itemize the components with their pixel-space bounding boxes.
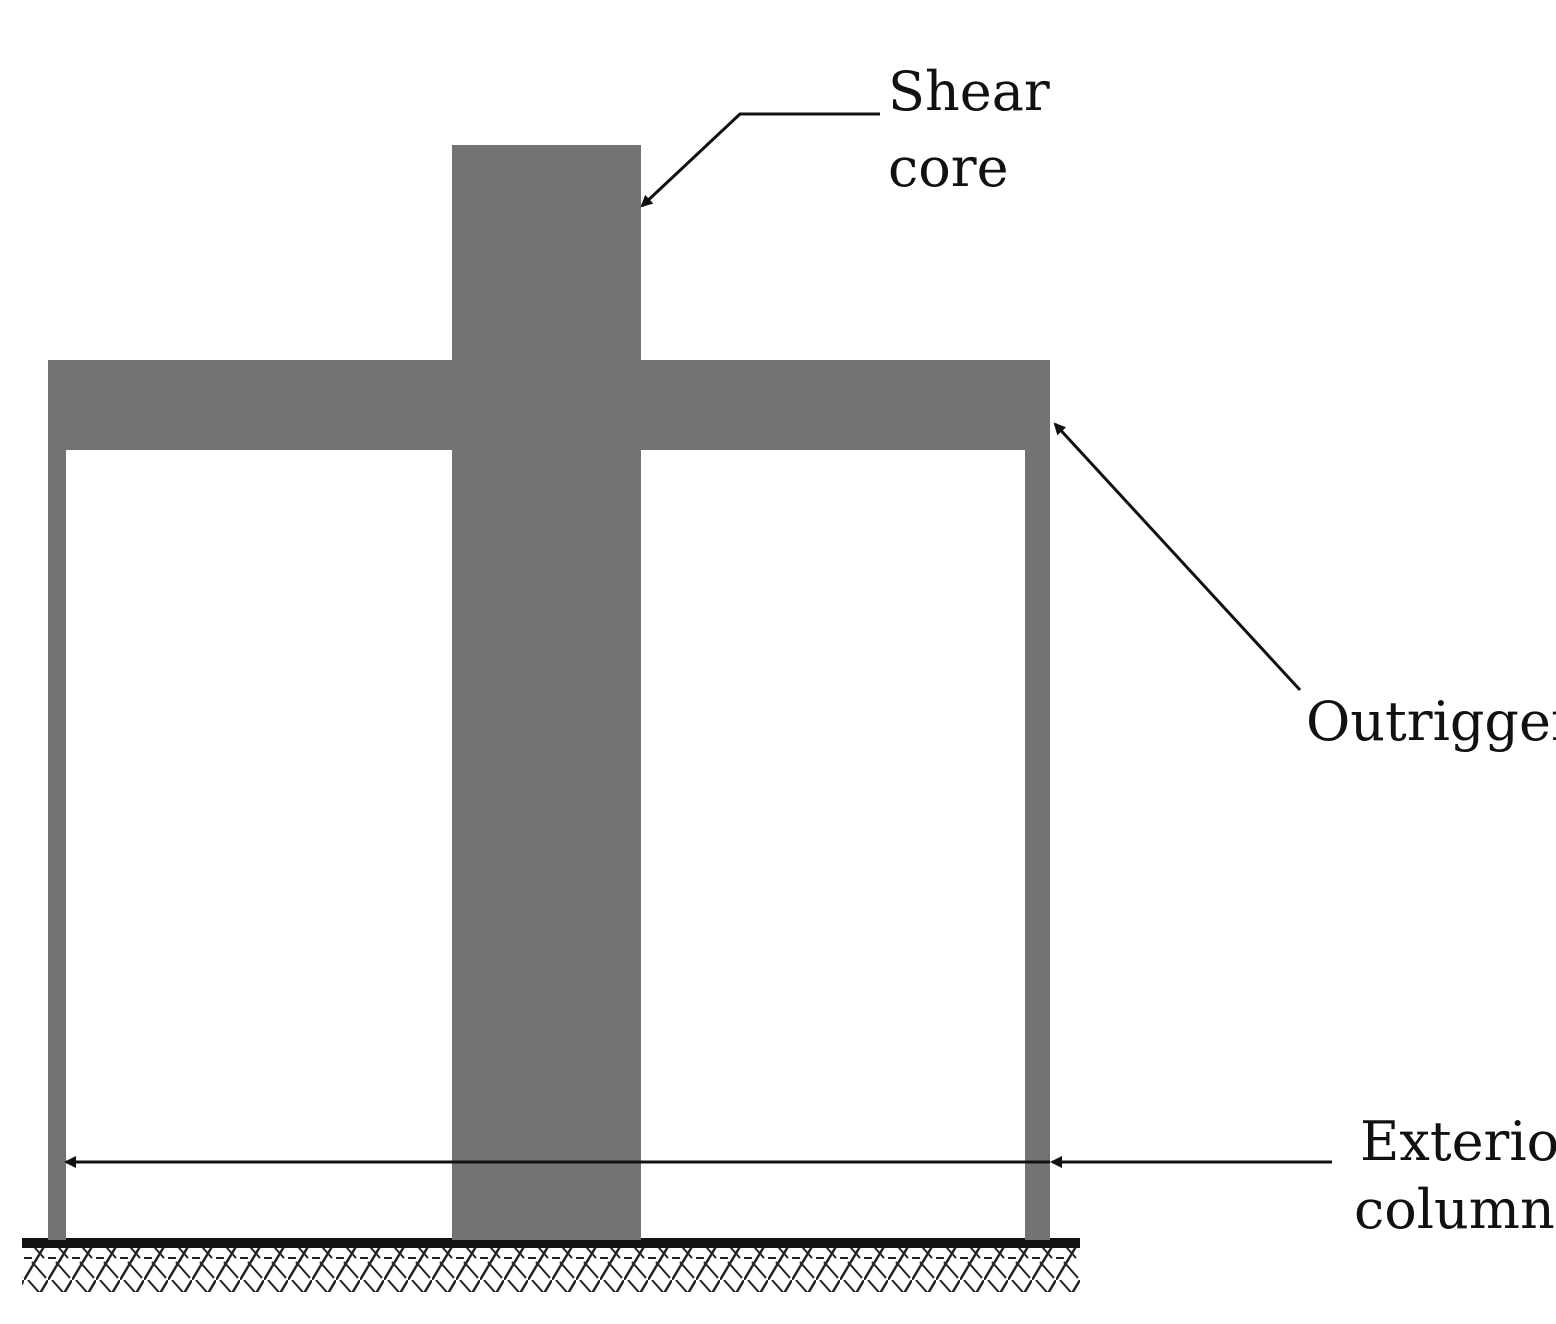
exterior-column-label-line1: Exterior	[1360, 1110, 1556, 1173]
shear-core-label-line2: core	[888, 136, 1009, 199]
ground-hatch	[22, 1246, 1080, 1292]
exterior-column-label-line2: column	[1354, 1178, 1555, 1241]
left-exterior-column	[48, 360, 66, 1240]
shear-core	[452, 145, 641, 1240]
outrigger-leader	[1053, 422, 1302, 692]
shear-core-leader	[640, 112, 880, 208]
outrigger-label: Outrigger	[1306, 690, 1556, 753]
shear-core-label-line1: Shear	[888, 60, 1050, 123]
right-exterior-column	[1025, 360, 1050, 1240]
ground-line	[22, 1238, 1080, 1248]
